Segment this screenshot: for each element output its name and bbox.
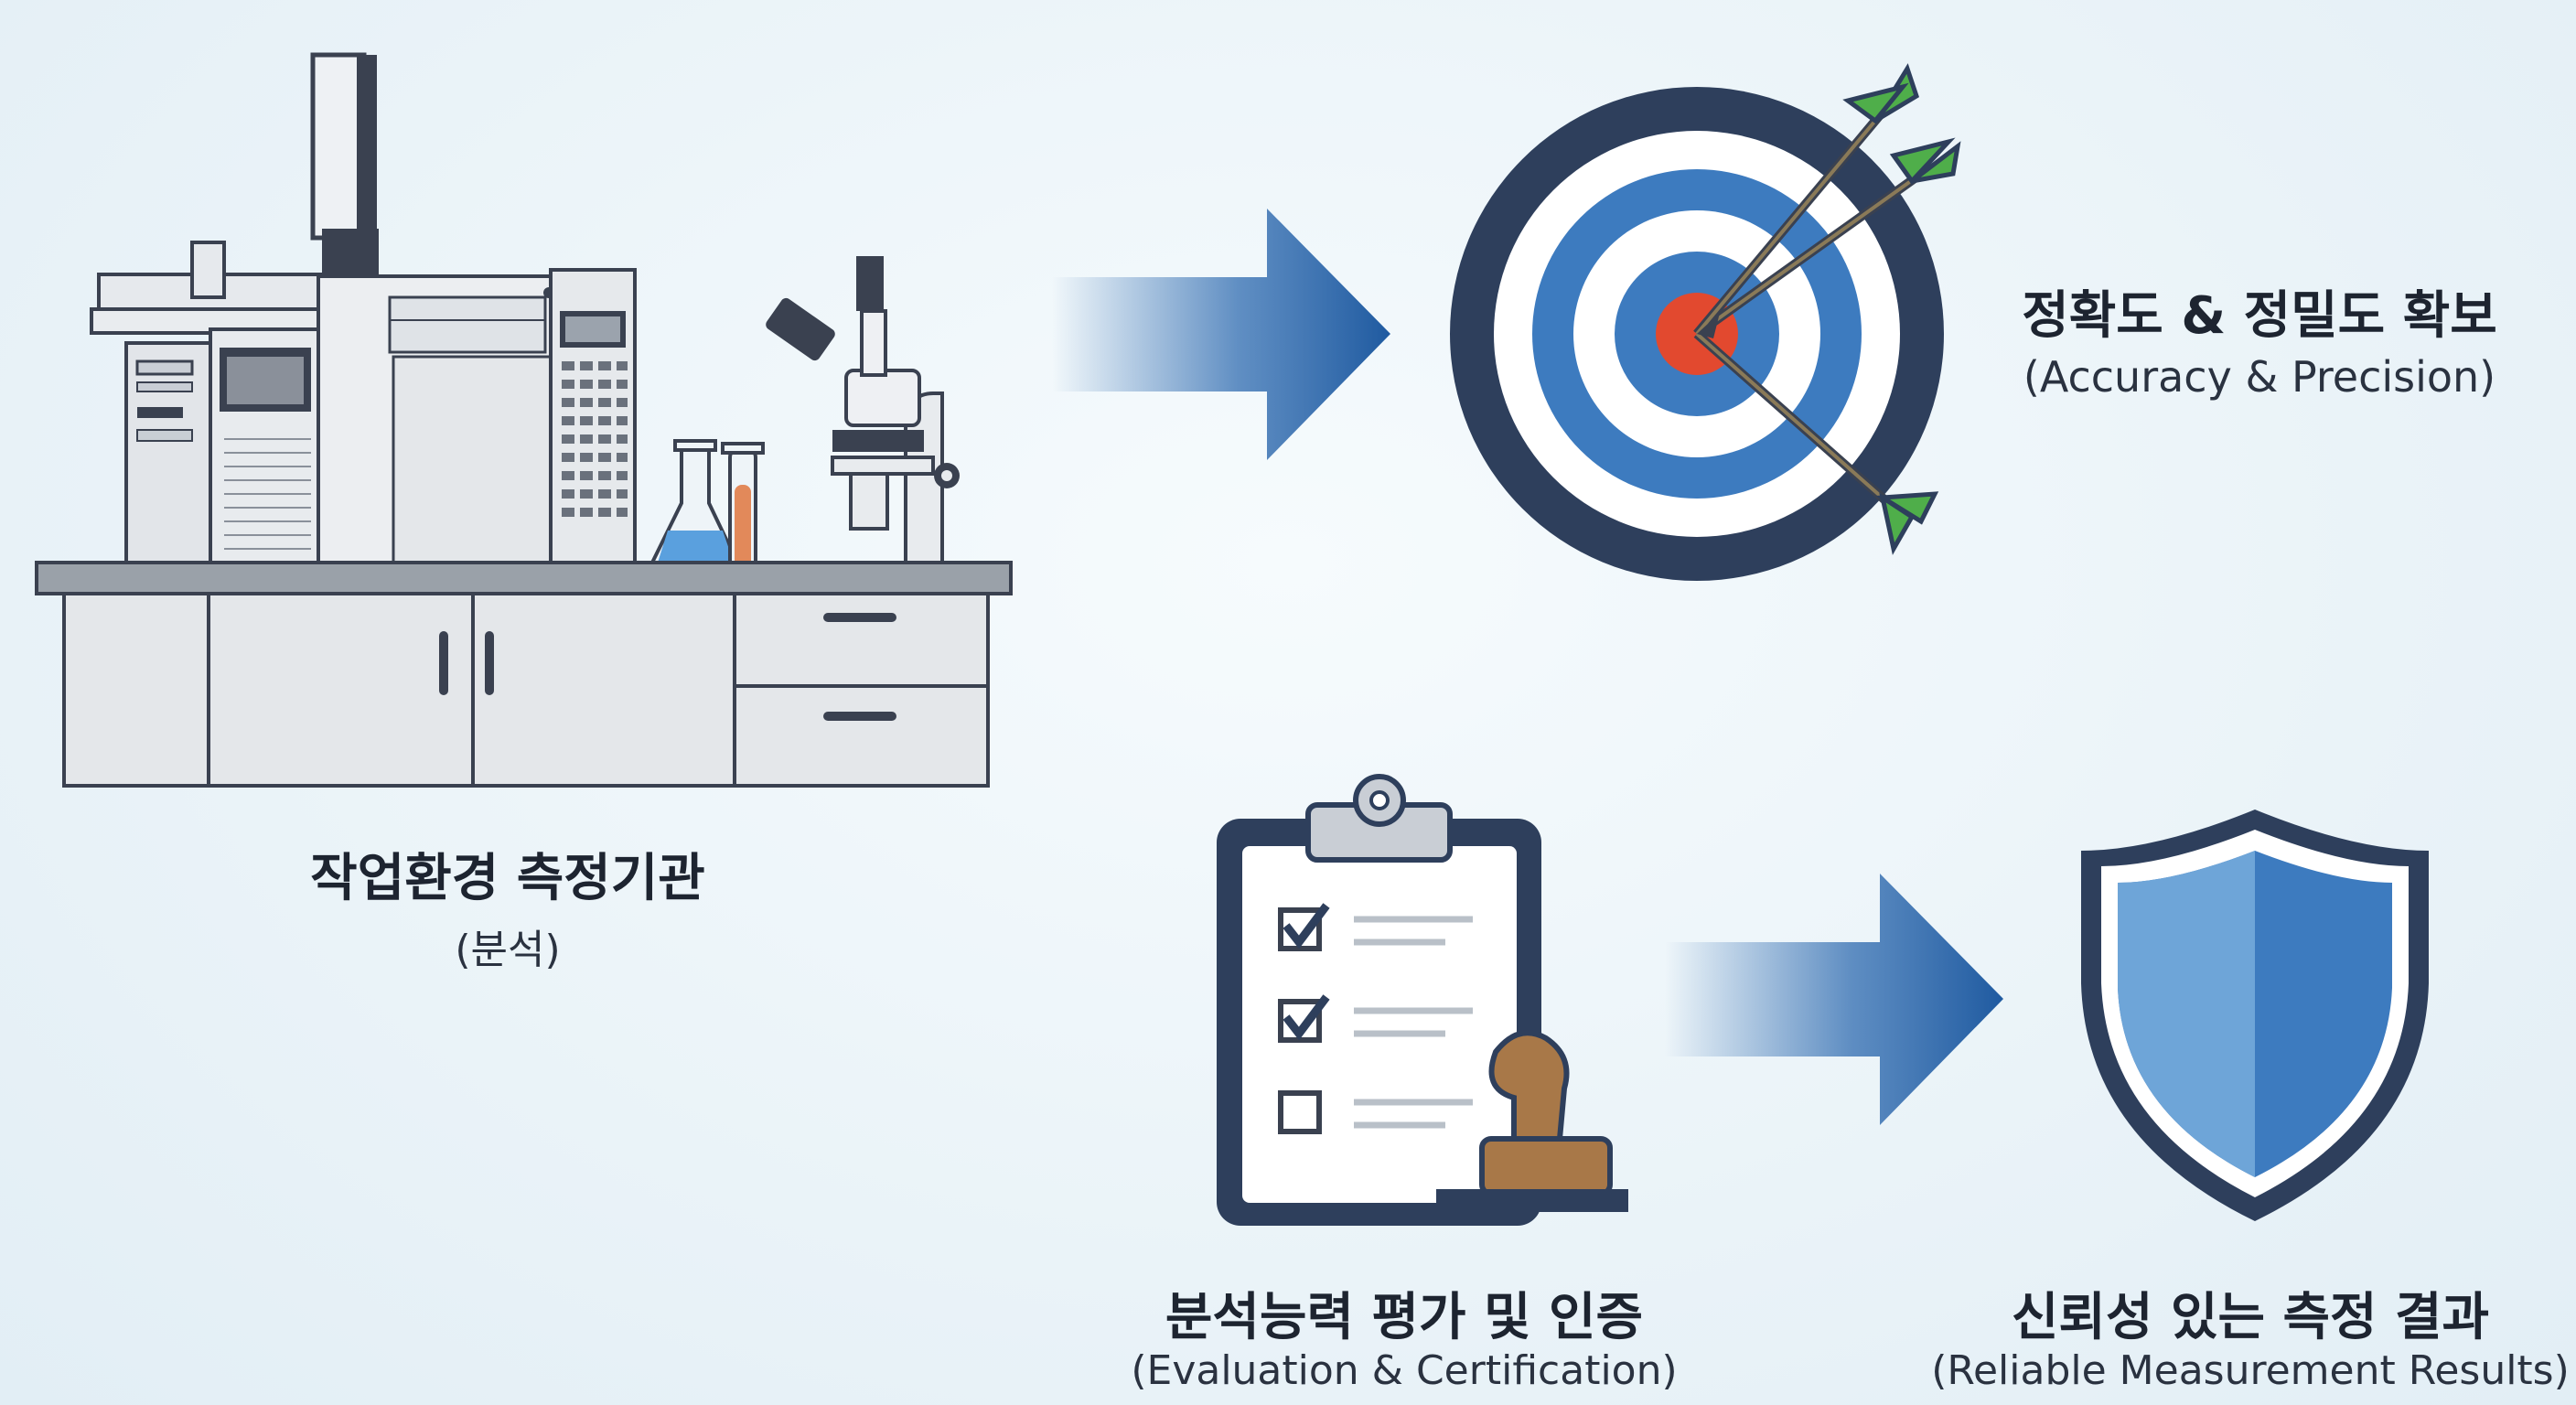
microscope-icon [766,256,974,601]
reliable-subtitle: (Reliable Measurement Results) [1931,1347,2570,1394]
reliable-title: 신뢰성 있는 측정 결과 [2011,1288,2490,1347]
evaluation-subtitle: (Evaluation & Certification) [1131,1347,1678,1394]
arrow-right-icon [1665,874,2003,1125]
shield-icon [2081,810,2429,1221]
arrow-shaft-icon [1693,106,1924,511]
checkbox-checked-icon [1278,903,1473,951]
gas-chromatograph-icon [317,274,569,610]
test-tube-icon [721,442,765,578]
control-panel-icon [549,268,637,610]
clipboard-icon [1217,774,1628,1226]
target-icon [1450,63,1961,581]
accuracy-title: 정확도 & 정밀도 확보 [2022,286,2497,346]
lab-title: 작업환경 측정기관 [310,849,705,908]
checkbox-empty-icon [1278,1090,1473,1134]
arrow-right-icon [1052,209,1390,460]
checkbox-checked-icon [1278,994,1473,1043]
evaluation-title: 분석능력 평가 및 인증 [1165,1288,1644,1347]
fletching-icon [1842,63,1961,555]
lab-subtitle: (분석) [455,927,561,973]
lab-bench-icon [35,561,1013,788]
flask-icon [649,439,740,576]
accuracy-subtitle: (Accuracy & Precision) [2023,352,2496,402]
autosampler-icon [310,52,379,302]
stamp-icon [1436,1030,1628,1212]
lab-equipment-illustration [35,52,1013,788]
